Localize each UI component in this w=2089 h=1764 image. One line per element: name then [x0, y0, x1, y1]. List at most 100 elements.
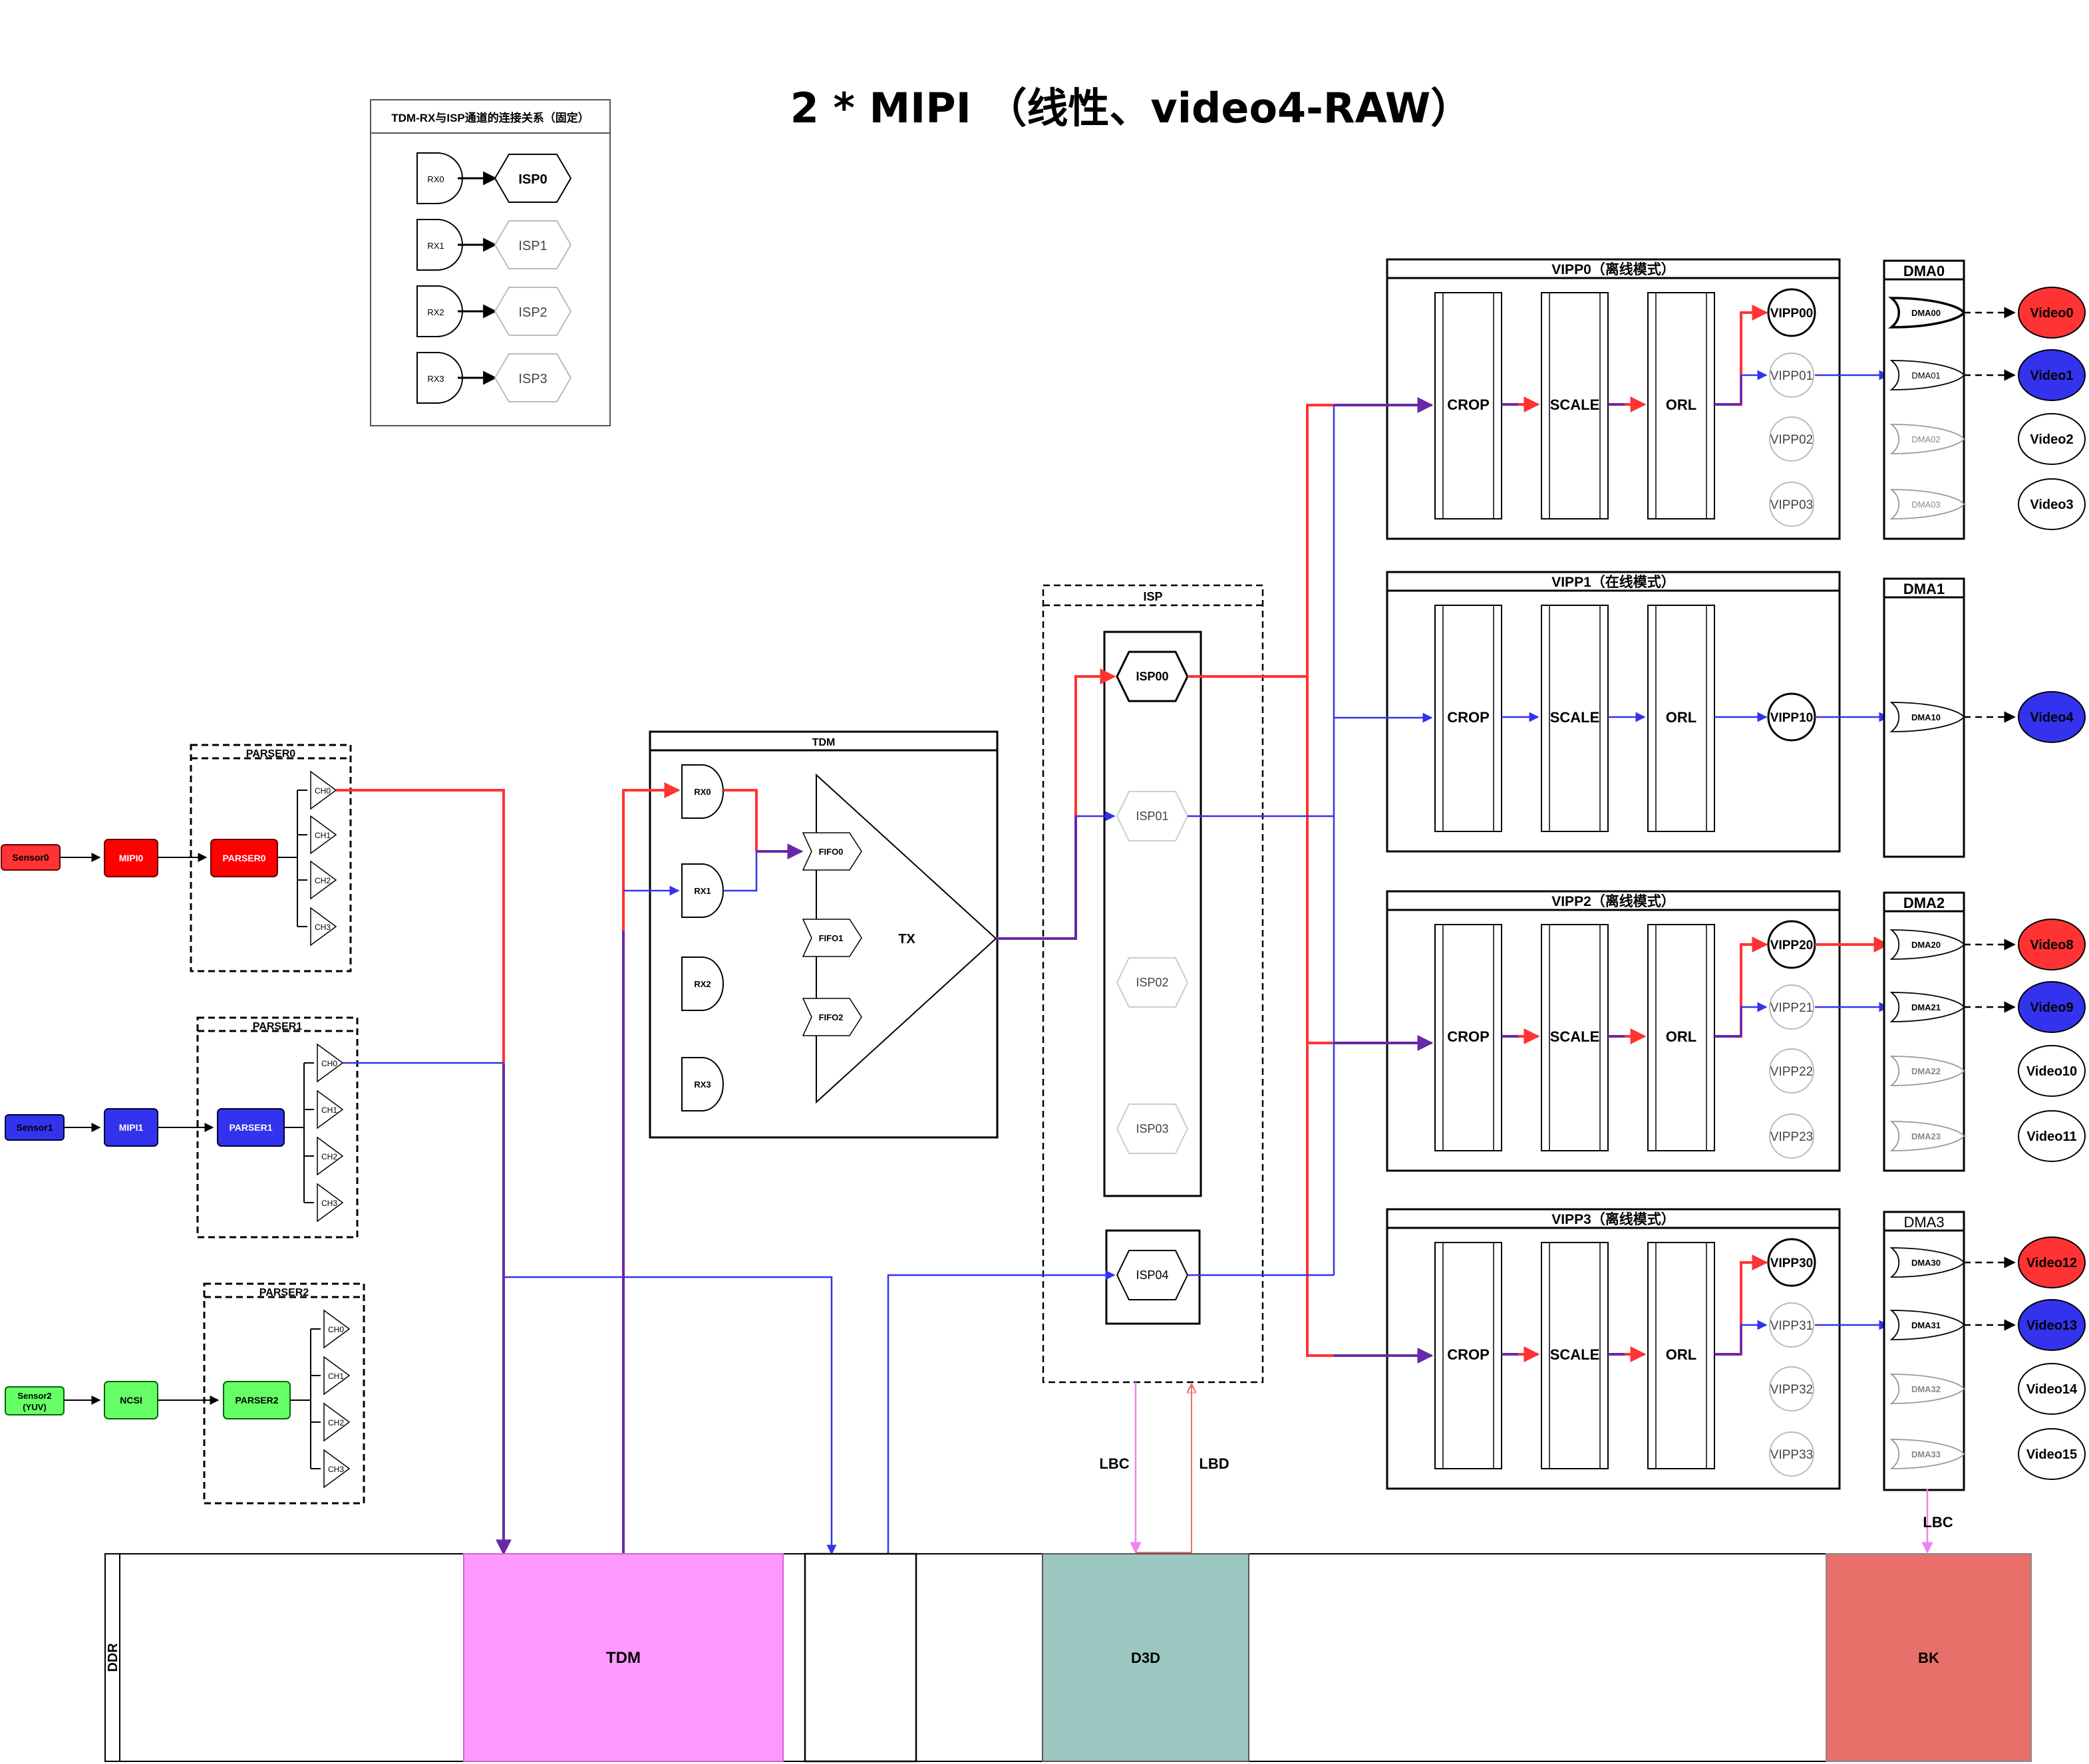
legend-isp-label: ISP1 — [518, 239, 547, 253]
vipp-output[interactable]: VIPP23 — [1769, 1113, 1814, 1159]
dma-channel[interactable]: DMA21 — [1889, 992, 1965, 1022]
vipp-output[interactable]: VIPP01 — [1769, 353, 1814, 398]
svg-text:RX2: RX2 — [694, 979, 711, 989]
sensor-label: Sensor2 — [17, 1391, 51, 1401]
vipp-stage-orl[interactable]: ORL — [1647, 924, 1715, 1151]
video-label: Video1 — [2030, 368, 2073, 383]
vipp-output[interactable]: VIPP31 — [1769, 1302, 1814, 1348]
vipp-output[interactable]: VIPP30 — [1767, 1238, 1816, 1287]
isp-channel[interactable]: ISP01 — [1116, 791, 1189, 841]
stage-label: SCALE — [1550, 1028, 1600, 1045]
dma-channel[interactable]: DMA10 — [1889, 702, 1965, 732]
channel-triangle: CH1 — [311, 1356, 351, 1396]
isp-channel[interactable]: ISP03 — [1116, 1103, 1189, 1154]
dma-channel-label: DMA30 — [1911, 1258, 1941, 1268]
svg-text:ISP00: ISP00 — [1136, 670, 1168, 683]
dma-channel[interactable]: DMA31 — [1889, 1310, 1965, 1340]
vipp-stage-orl[interactable]: ORL — [1647, 605, 1715, 832]
vipp-title: VIPP3（离线模式） — [1551, 1211, 1675, 1227]
stage-label: ORL — [1666, 709, 1696, 726]
vipp-output-label: VIPP32 — [1770, 1383, 1813, 1397]
dma-channel[interactable]: DMA30 — [1889, 1247, 1965, 1278]
video-node[interactable]: Video3 — [2018, 478, 2086, 530]
vipp-stage-crop[interactable]: CROP — [1434, 924, 1502, 1151]
vipp-output[interactable]: VIPP10 — [1767, 692, 1816, 742]
video-label: Video0 — [2030, 306, 2073, 321]
legend-row: RX3 ISP3 — [416, 352, 572, 404]
video-node[interactable]: Video15 — [2018, 1428, 2086, 1480]
svg-text:CH1: CH1 — [321, 1105, 337, 1115]
tx-label: TX — [898, 932, 915, 947]
parser-label: PARSER2 — [235, 1395, 278, 1405]
ddr-region-tdm — [463, 1553, 784, 1762]
stage-label: SCALE — [1550, 709, 1600, 726]
vipp-stage-crop[interactable]: CROP — [1434, 605, 1502, 832]
isp-channel[interactable]: ISP02 — [1116, 957, 1189, 1008]
video-label: Video3 — [2030, 498, 2073, 512]
svg-text:BK: BK — [1918, 1650, 1939, 1666]
svg-text:D3D: D3D — [1131, 1650, 1160, 1666]
isp-channel[interactable]: ISP00 — [1116, 651, 1189, 702]
svg-text:FIFO2: FIFO2 — [819, 1012, 844, 1022]
tdm-title: TDM — [812, 737, 836, 748]
vipp-output[interactable]: VIPP20 — [1767, 920, 1816, 969]
dma-channel[interactable]: DMA00 — [1888, 297, 1966, 329]
vipp-output[interactable]: VIPP03 — [1769, 482, 1814, 527]
svg-text:CH2: CH2 — [315, 876, 331, 885]
vipp-output[interactable]: VIPP21 — [1769, 984, 1814, 1030]
channel-triangle: CH2 — [311, 1402, 351, 1442]
svg-text:ISP01: ISP01 — [1136, 809, 1168, 823]
dma-channel[interactable]: DMA32 — [1889, 1374, 1965, 1404]
sensor-label: Sensor0 — [12, 852, 49, 863]
video-node[interactable]: Video11 — [2018, 1110, 2086, 1162]
dma-channel-label: DMA21 — [1911, 1002, 1941, 1012]
vipp-stage-scale[interactable]: SCALE — [1541, 605, 1609, 832]
vipp-output[interactable]: VIPP33 — [1769, 1431, 1814, 1477]
video-node[interactable]: Video13 — [2018, 1299, 2086, 1351]
vipp-stage-crop[interactable]: CROP — [1434, 1242, 1502, 1469]
vipp-output[interactable]: VIPP22 — [1769, 1048, 1814, 1094]
vipp-stage-scale[interactable]: SCALE — [1541, 924, 1609, 1151]
stage-label: ORL — [1666, 396, 1696, 413]
video-node[interactable]: Video1 — [2018, 349, 2086, 401]
stage-label: CROP — [1447, 1346, 1490, 1363]
vipp-output[interactable]: VIPP02 — [1769, 416, 1814, 462]
vipp-stage-scale[interactable]: SCALE — [1541, 292, 1609, 519]
video-node[interactable]: Video0 — [2018, 287, 2086, 339]
video-node[interactable]: Video12 — [2018, 1237, 2086, 1288]
video-node[interactable]: Video4 — [2018, 691, 2086, 743]
dma-channel[interactable]: DMA20 — [1889, 929, 1965, 960]
vipp-stage-orl[interactable]: ORL — [1647, 1242, 1715, 1469]
dma-channel[interactable]: DMA23 — [1889, 1121, 1965, 1151]
vipp-output[interactable]: VIPP00 — [1767, 288, 1816, 337]
dma-channel[interactable]: DMA01 — [1889, 360, 1965, 390]
svg-text:FIFO0: FIFO0 — [819, 847, 844, 857]
dma-channel[interactable]: DMA22 — [1889, 1056, 1965, 1086]
video-node[interactable]: Video14 — [2018, 1363, 2086, 1415]
dma-title: DMA1 — [1903, 581, 1945, 597]
vipp-stage-crop[interactable]: CROP — [1434, 292, 1502, 519]
vipp-stage-orl[interactable]: ORL — [1647, 292, 1715, 519]
parser-group-title: PARSER2 — [259, 1287, 309, 1298]
video-node[interactable]: Video8 — [2018, 919, 2086, 970]
dma-title: DMA0 — [1903, 263, 1945, 279]
dma-channel[interactable]: DMA03 — [1889, 489, 1965, 519]
dma-channel[interactable]: DMA02 — [1889, 424, 1965, 454]
isp-channel[interactable]: ISP04 — [1116, 1250, 1189, 1300]
dma-channel[interactable]: DMA33 — [1889, 1439, 1965, 1469]
vipp-output-label: VIPP33 — [1770, 1448, 1813, 1462]
vipp-block: VIPP3（离线模式） CROP SCALE ORL VIPP30VIPP31VIPP3… — [1386, 1208, 1889, 1490]
sensor-label-sub: (YUV) — [23, 1402, 46, 1412]
fifo-shape: FIFO1 — [802, 919, 862, 957]
vipp-stage-scale[interactable]: SCALE — [1541, 1242, 1609, 1469]
parser-label: PARSER0 — [222, 853, 265, 863]
video-node[interactable]: Video2 — [2018, 413, 2086, 465]
stage-label: ORL — [1666, 1028, 1696, 1045]
sensor-chain-2: Sensor2 (YUV) NCSI PARSER2 — [5, 1381, 291, 1419]
vipp-output[interactable]: VIPP32 — [1769, 1366, 1814, 1411]
video-node[interactable]: Video10 — [2018, 1045, 2086, 1097]
sensor-chain-0: Sensor0 MIPI0 PARSER0 — [1, 839, 278, 877]
video-node[interactable]: Video9 — [2018, 981, 2086, 1033]
